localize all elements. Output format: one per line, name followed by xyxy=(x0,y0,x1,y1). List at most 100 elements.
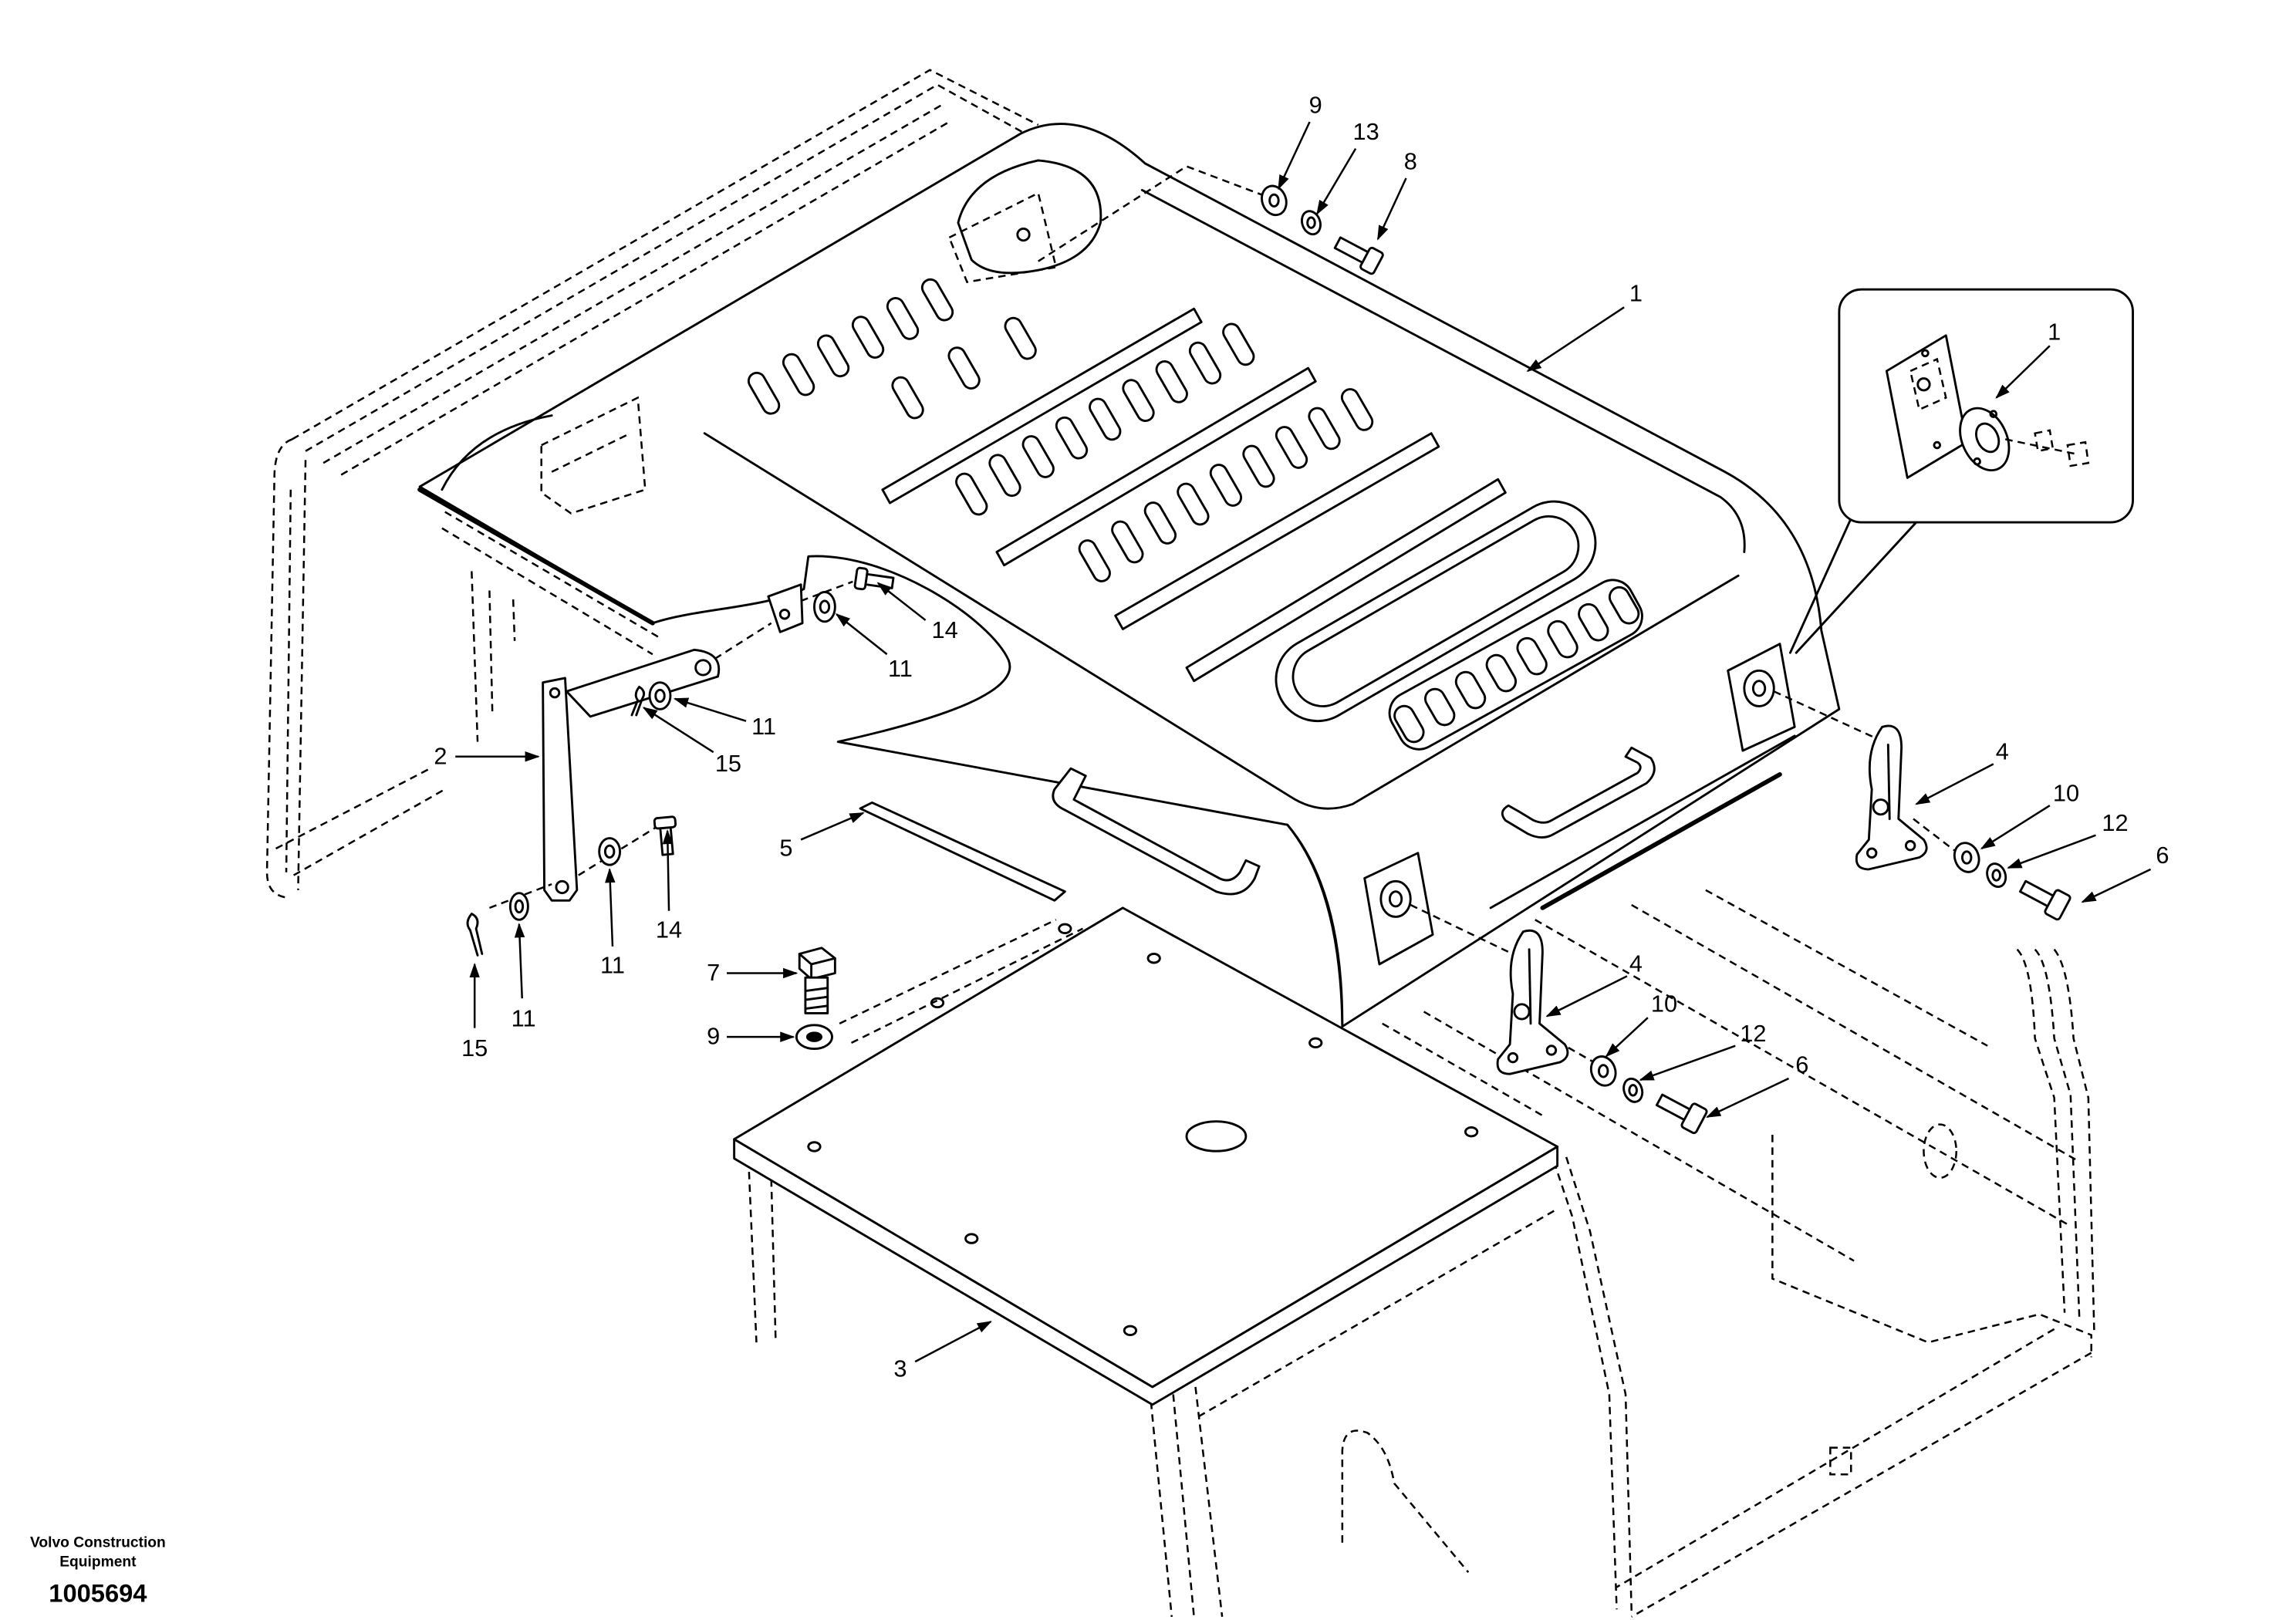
latch-body xyxy=(1496,929,1569,1075)
frame-rear-box xyxy=(1771,1135,2092,1358)
hood-ridge xyxy=(881,307,1203,505)
inset-frame xyxy=(1838,288,2134,524)
lock-washer xyxy=(1986,862,2007,889)
washer-bore xyxy=(805,1031,823,1042)
leader-arrow xyxy=(1376,177,1407,241)
lock-washer-bore xyxy=(1628,1084,1638,1097)
louver-rib xyxy=(1454,670,1487,710)
callout-label: 14 xyxy=(932,616,958,643)
leader-arrow xyxy=(673,697,747,722)
callout-label: 10 xyxy=(1651,990,1677,1017)
frame-plate-support xyxy=(748,1172,758,1343)
leader-arrow xyxy=(1915,763,1994,805)
callout-label: 14 xyxy=(656,916,682,943)
hood-hidden-mount xyxy=(947,191,1058,283)
frame-right-post xyxy=(2053,948,2095,1335)
vent-slot xyxy=(1089,397,1122,441)
frame-lower-left-post xyxy=(1150,1401,1173,1617)
hood-front-skirt xyxy=(1286,823,1344,1025)
plate-hole xyxy=(964,1233,979,1244)
vent-slot xyxy=(988,454,1021,498)
callout-label: 6 xyxy=(1795,1051,1808,1078)
washer xyxy=(1589,1055,1617,1087)
hood-vent-slots xyxy=(747,278,1374,582)
bolt xyxy=(1333,236,1384,275)
washer-bore xyxy=(1597,1064,1609,1078)
callout-label: 4 xyxy=(1629,950,1643,977)
vent-slot xyxy=(891,376,924,420)
hood-hidden-bracket xyxy=(551,432,631,473)
latch-body xyxy=(1855,724,1928,871)
inset-plate-hole xyxy=(1916,377,1931,392)
vent-slot xyxy=(851,316,885,359)
latch xyxy=(1496,929,1569,1075)
lock-washer-body xyxy=(1300,210,1322,236)
hood-hinge-boss xyxy=(1379,879,1412,918)
plate-hole xyxy=(1308,1037,1323,1049)
inset-screw xyxy=(2034,429,2055,453)
hood-oval-opening xyxy=(1275,500,1597,723)
hood-ridges xyxy=(881,307,1507,683)
frame-under-hood xyxy=(441,527,653,656)
vent-slot xyxy=(1122,379,1155,422)
callout-label: 11 xyxy=(888,655,913,682)
lock-washer-bore xyxy=(1991,869,2001,882)
assembly-line xyxy=(1038,165,1266,262)
leader-arrow xyxy=(876,582,927,621)
callout-label: 11 xyxy=(751,713,776,740)
frame-under-hood xyxy=(512,599,516,641)
washer-body xyxy=(648,681,672,710)
hood-side-line xyxy=(1489,734,1796,910)
inset-flange-hole xyxy=(1989,410,1998,418)
hood-hidden-bracket xyxy=(540,396,647,515)
lock-washer-bore xyxy=(1306,216,1316,229)
bolt-head-edge xyxy=(798,953,836,980)
callout-label: 10 xyxy=(2053,779,2079,806)
washer xyxy=(598,837,622,866)
louver-rib xyxy=(1578,602,1609,642)
washer-body xyxy=(1953,842,1980,873)
bolt-shaft xyxy=(864,572,895,589)
leader-arrow xyxy=(1278,121,1311,191)
plate-part-3 xyxy=(733,906,1559,1406)
cab-frame-outline xyxy=(265,69,2095,1618)
vent-slot xyxy=(1004,316,1037,360)
washer xyxy=(813,590,836,623)
inset-pointer xyxy=(1788,511,1855,654)
leader-arrow xyxy=(1545,975,1628,1018)
inset-plate-outline xyxy=(1909,357,1947,411)
assembly-line xyxy=(1410,903,1523,960)
frame-bracket xyxy=(1829,1446,1852,1476)
hood-louver-frame xyxy=(1388,579,1643,751)
hood-handle xyxy=(1052,767,1261,896)
leader-arrow xyxy=(1980,805,2051,850)
washer-body xyxy=(813,590,836,623)
latch-pivot xyxy=(1513,1003,1531,1021)
leader-arrow xyxy=(1316,147,1357,215)
cotter-pin xyxy=(466,913,484,957)
hood-left-rim xyxy=(417,487,655,626)
leader-arrow xyxy=(2081,868,2152,903)
washer-body xyxy=(1261,184,1288,217)
frame-opening xyxy=(1923,1123,1958,1180)
fasteners xyxy=(466,165,2071,1135)
frame-top-rail xyxy=(305,83,1032,452)
assembly-line xyxy=(714,622,772,660)
bolt xyxy=(798,947,836,1014)
stay-arm xyxy=(565,648,721,718)
washer-bore xyxy=(514,899,525,914)
frame-mid-post xyxy=(1565,1156,1633,1612)
frame-right-rail xyxy=(1423,1011,1855,1262)
lock-washer-body xyxy=(1622,1077,1644,1103)
latch-hole xyxy=(1904,839,1916,852)
hood-louvers xyxy=(1393,586,1640,744)
latch-hole xyxy=(1866,847,1878,859)
callout-label: 15 xyxy=(715,750,741,777)
leader-arrow xyxy=(1706,1077,1790,1119)
brand-line: Volvo Construction xyxy=(30,1534,166,1551)
plate-hole xyxy=(1058,923,1072,935)
hood-body xyxy=(418,123,1841,1028)
hood-ridge xyxy=(1114,432,1440,630)
assembly-line xyxy=(488,883,552,910)
leader-arrow xyxy=(1639,1045,1736,1082)
